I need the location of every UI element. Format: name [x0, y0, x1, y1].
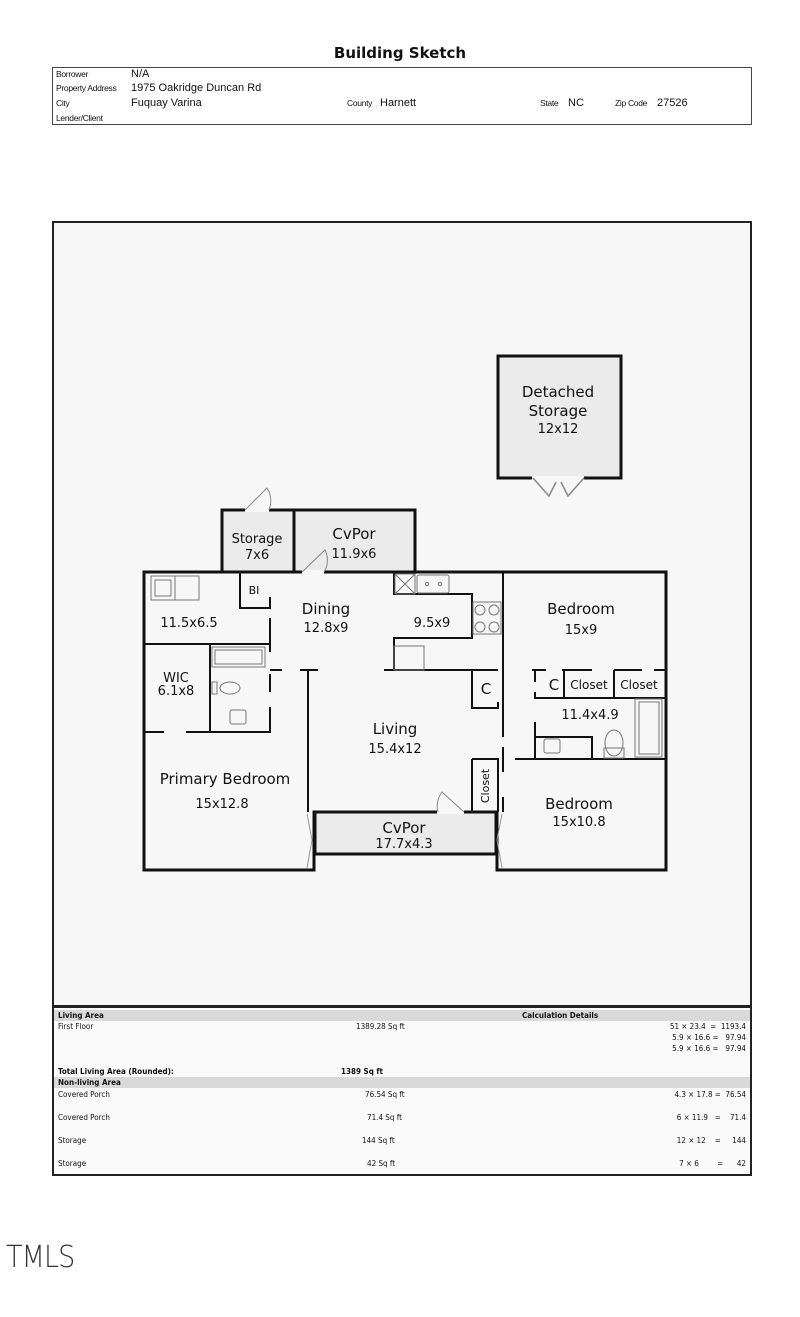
nonliving-row: Storage 42 Sq ft 7 × 6 = 42 [54, 1158, 750, 1169]
state-label: State [540, 98, 559, 108]
nonliving-calc: 6 × 11.9 = 71.4 [676, 1113, 746, 1122]
kitchen-dims: 9.5x9 [414, 616, 451, 631]
detached-storage-dims: 12x12 [538, 422, 579, 437]
living-label: Living [373, 720, 418, 738]
first-floor-area: 1389.28 Sq ft [356, 1022, 405, 1031]
first-floor-label: First Floor [58, 1022, 94, 1031]
cvpor-top-label: CvPor [332, 525, 376, 543]
detached-storage-label-2: Storage [529, 402, 588, 420]
detached-storage-outline [496, 354, 623, 480]
bedroom1-dims: 15x9 [565, 623, 598, 638]
living-area-header-row: Living Area Calculation Details [54, 1010, 750, 1021]
floor-plan-sketch: Detached Storage 12x12 Storage 7x6 CvPor… [52, 221, 752, 1007]
nonliving-calc: 12 × 12 = 144 [676, 1136, 746, 1145]
total-living-row: Total Living Area (Rounded): 1389 Sq ft [54, 1066, 750, 1077]
bedroom2-dims: 15x10.8 [552, 815, 605, 830]
detached-storage-label: Detached [522, 383, 594, 401]
zip-value: 27526 [657, 97, 688, 109]
calculation-details-header: Calculation Details [522, 1011, 599, 1020]
nonliving-area-header: Non-living Area [58, 1078, 121, 1087]
nonliving-area: 42 Sq ft [367, 1159, 396, 1168]
living-area-header: Living Area [58, 1011, 104, 1020]
page-title: Building Sketch [333, 44, 467, 62]
bedroom2-label: Bedroom [545, 795, 613, 813]
covered-porch-bottom-outline [313, 810, 498, 856]
city-label: City [56, 98, 70, 108]
closet-b-label: Closet [620, 678, 658, 692]
address-value: 1975 Oakridge Duncan Rd [131, 82, 262, 94]
county-value: Harnett [380, 97, 417, 109]
nonliving-header-row: Non-living Area [54, 1077, 750, 1088]
closet-vertical-label: Closet [479, 768, 492, 803]
bath2-dims: 11.4x4.9 [561, 708, 618, 723]
tmls-logo: TMLS [6, 1240, 75, 1275]
living-dims: 15.4x12 [368, 742, 421, 757]
closet-a-label: Closet [570, 678, 608, 692]
primary-bedroom-label: Primary Bedroom [160, 770, 291, 788]
nonliving-label: Storage [58, 1136, 87, 1145]
nonliving-label: Covered Porch [58, 1090, 110, 1099]
nonliving-label: Covered Porch [58, 1113, 110, 1122]
storage-dims: 7x6 [245, 548, 269, 563]
area-calculation-table: Living Area Calculation Details First Fl… [52, 1005, 752, 1176]
nonliving-label: Storage [58, 1159, 87, 1168]
lender-label: Lender/Client [56, 113, 103, 123]
wic-label: WIC [163, 671, 189, 686]
property-info-box: Borrower N/A Property Address 1975 Oakri… [52, 67, 752, 125]
cvpor-bottom-label: CvPor [382, 819, 426, 837]
storage-label: Storage [232, 532, 283, 547]
nonliving-row: Covered Porch 76.54 Sq ft 4.3 × 17.8 = 7… [54, 1089, 750, 1100]
first-floor-calc-3: 5.9 × 16.6 = 97.94 [672, 1044, 746, 1053]
nonliving-row: Covered Porch 71.4 Sq ft 6 × 11.9 = 71.4 [54, 1112, 750, 1123]
first-floor-calc-2: 5.9 × 16.6 = 97.94 [672, 1033, 746, 1042]
address-label: Property Address [56, 83, 117, 93]
total-living-area: 1389 Sq ft [341, 1067, 383, 1076]
city-value: Fuquay Varina [131, 97, 202, 109]
closet-c1-label: C [481, 680, 491, 698]
borrower-label: Borrower [56, 69, 89, 79]
bi-label: BI [249, 584, 260, 597]
cvpor-bottom-dims: 17.7x4.3 [375, 837, 432, 852]
closet-c2-label: C [549, 676, 559, 694]
primary-bedroom-dims: 15x12.8 [195, 797, 248, 812]
first-floor-calc-1: 51 × 23.4 = 1193.4 [669, 1022, 746, 1031]
nonliving-calc: 7 × 6 = 42 [679, 1159, 746, 1168]
zip-label: Zip Code [615, 98, 648, 108]
floor-plan-drawing: Detached Storage 12x12 Storage 7x6 CvPor… [142, 354, 668, 872]
borrower-value: N/A [131, 68, 150, 80]
nonliving-area: 71.4 Sq ft [367, 1113, 402, 1122]
laundry-dims: 11.5x6.5 [160, 616, 217, 631]
dining-label: Dining [302, 600, 350, 618]
total-living-label: Total Living Area (Rounded): [58, 1067, 174, 1076]
cvpor-top-dims: 11.9x6 [332, 547, 377, 562]
first-floor-row: First Floor 1389.28 Sq ft 51 × 23.4 = 11… [54, 1021, 750, 1054]
county-label: County [347, 98, 373, 108]
nonliving-area: 144 Sq ft [362, 1136, 395, 1145]
bedroom1-label: Bedroom [547, 600, 615, 618]
nonliving-area: 76.54 Sq ft [365, 1090, 405, 1099]
nonliving-calc: 4.3 × 17.8 = 76.54 [674, 1090, 746, 1099]
dining-dims: 12.8x9 [304, 621, 349, 636]
nonliving-row: Storage 144 Sq ft 12 × 12 = 144 [54, 1135, 750, 1146]
state-value: NC [568, 97, 584, 109]
wic-dims: 6.1x8 [158, 684, 195, 699]
